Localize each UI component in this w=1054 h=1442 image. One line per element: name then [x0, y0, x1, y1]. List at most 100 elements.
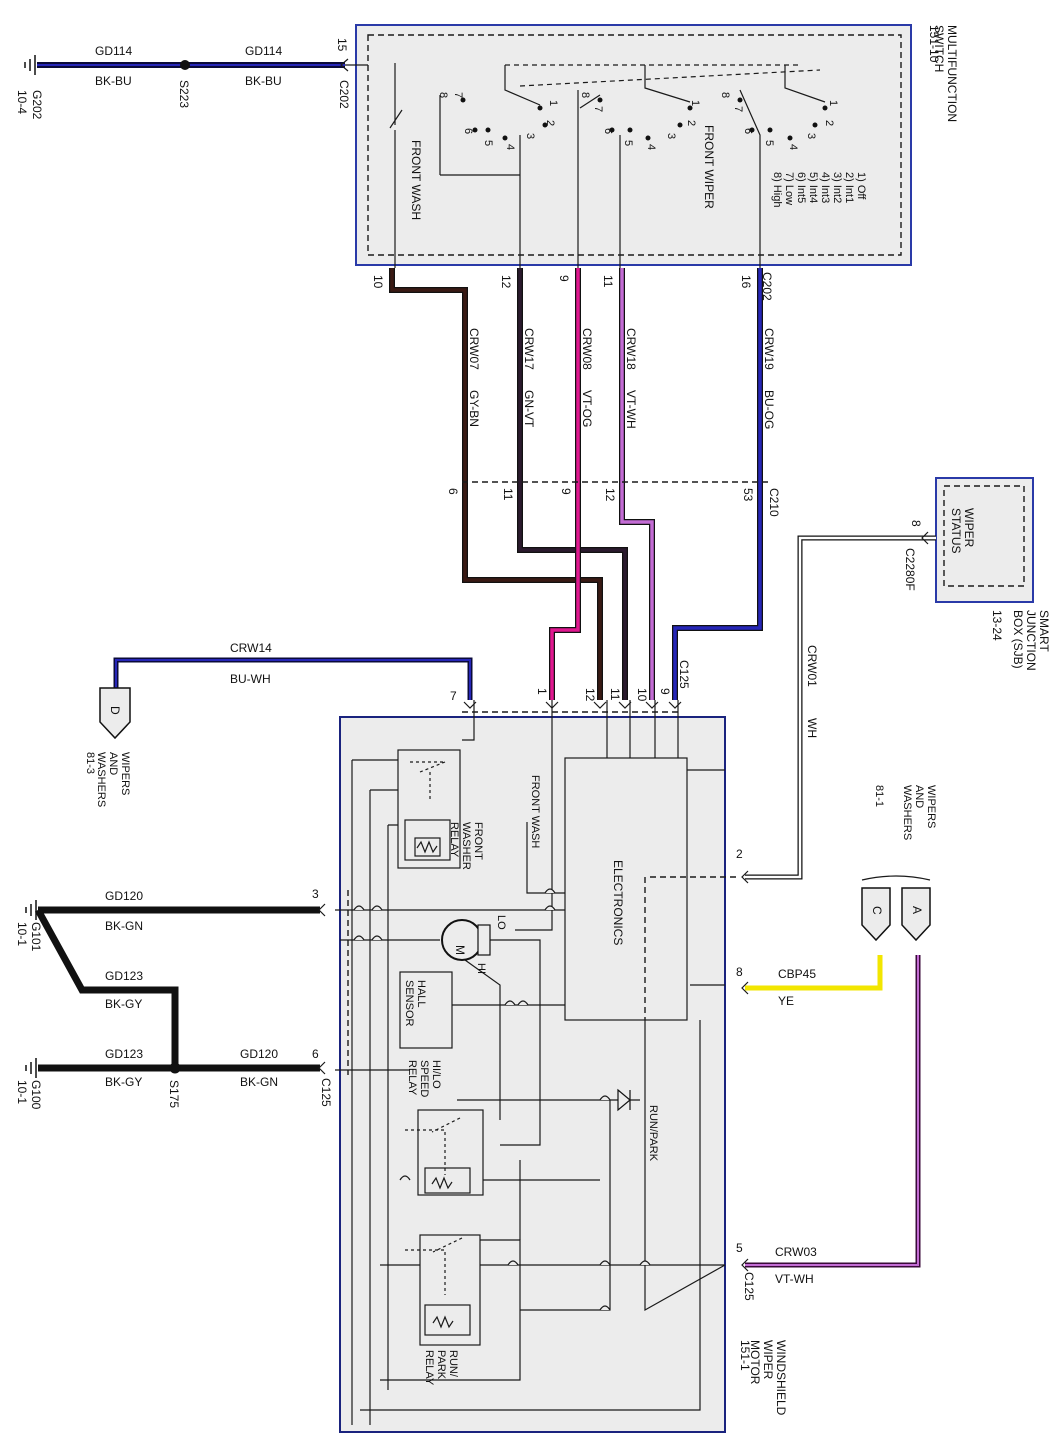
- multifunction-switch: 8 7 6 5 4 3 2 1 8 7 6 5 4 3 2 1 8 7 6 5 …: [355, 24, 959, 268]
- g101-id: G101: [29, 922, 43, 952]
- wire-circuit-label: CRW18: [624, 328, 638, 370]
- connector-c-letter: C: [870, 906, 884, 915]
- wipers-ca-ref: 81-1: [873, 785, 885, 807]
- switch-position-item: 7) Low: [783, 172, 795, 205]
- front-washer-relay-coil-inner: [414, 837, 441, 857]
- front-wash-label: FRONT WASH: [409, 140, 423, 220]
- svg-text:5: 5: [763, 140, 775, 146]
- connector-c202-arrow: [340, 58, 349, 72]
- switch-position-item: 4) Int3: [819, 172, 831, 203]
- runpark-relay-label: RUN/PARKRELAY: [423, 1350, 459, 1386]
- c125-label-top: C125: [677, 660, 691, 689]
- harness-wire-outline: [672, 268, 763, 700]
- hilo-relay-label: HI/LOSPEEDRELAY: [406, 1060, 442, 1097]
- wire-pin-mid: 12: [603, 488, 617, 502]
- cbp45-line: [745, 955, 883, 991]
- svg-text:4: 4: [645, 144, 657, 150]
- wire-pin-top: 11: [601, 275, 615, 288]
- wire-pin-top: 12: [499, 275, 513, 289]
- wire-pin-top: 10: [371, 275, 385, 289]
- switch-name: MULTIFUNCTIONSWITCH: [932, 25, 959, 122]
- motor-pin-arrow: [645, 701, 659, 709]
- electronics-block: [564, 757, 688, 1021]
- wipers-d-name: WIPERSANDWASHERS: [95, 752, 131, 807]
- gd114-left: GD114: [95, 44, 132, 58]
- switch-contact-dots: [460, 97, 828, 141]
- crw01-pin: 2: [736, 847, 743, 861]
- wire-pin-top: 9: [557, 275, 571, 282]
- runpark-relay-box: [419, 1234, 481, 1346]
- top-ground-wire: GD114 BK-BU GD114 BK-BU G202 10-4 S223 1…: [15, 38, 368, 120]
- crw14-color: BU-WH: [230, 672, 271, 686]
- connector-a: [901, 887, 931, 942]
- switch-inner-dashed: [367, 34, 902, 256]
- harness-wire-crw19: [673, 268, 762, 700]
- motor-brush: [477, 924, 491, 956]
- vertical-harness: CRW07GY-BN106CRW17GN-VT1211CRW08VT-OG99C…: [371, 268, 776, 750]
- crossover-humps: [353, 888, 651, 1311]
- front-wiper-label: FRONT WIPER: [702, 125, 716, 209]
- wire-circuit-label: CRW17: [522, 328, 536, 370]
- gd120-top-pin: 3: [312, 887, 319, 901]
- g202-ref: 10-4: [15, 90, 29, 114]
- g100-id: G100: [29, 1080, 43, 1110]
- hilo-relay-zigzag: [431, 1176, 453, 1190]
- motor-lo-label: LO: [495, 915, 507, 930]
- hilo-relay-switch: [405, 1117, 461, 1175]
- crw03-connector: C125: [742, 1272, 756, 1301]
- crw03-pin: 5: [736, 1241, 743, 1255]
- harness-wire-crw17: [518, 268, 627, 700]
- hall-sensor-box: [399, 971, 453, 1049]
- ground-symbol-g101: [25, 900, 37, 920]
- harness-wire-outline: [549, 268, 581, 700]
- wipers-washers-ca: C A WIPERSANDWASHERS 81-1 CBP45 YE 8 CRW…: [736, 785, 937, 1301]
- harness-wire-crw07: [390, 268, 602, 700]
- electronics-label: ELECTRONICS: [611, 860, 625, 945]
- motor-pin-number: 11: [608, 688, 622, 701]
- bottom-grounds: GD120 BK-GN 3 GD123 BK-GY GD123 BK-GY GD…: [15, 887, 333, 1110]
- crw03-color: VT-WH: [775, 1272, 814, 1286]
- gd114-left-color: BK-BU: [95, 74, 132, 88]
- crw03-circuit: CRW03: [775, 1245, 817, 1259]
- windshield-wiper-motor: ELECTRONICS: [335, 700, 788, 1433]
- sjb-name: SMARTJUNCTIONBOX (SJB): [1011, 610, 1051, 671]
- gd120-bottom-pin: 6: [312, 1047, 319, 1061]
- crw14-wire: D CRW14 BU-WH 7 WIPERSANDWASHERS 81-3: [84, 641, 477, 807]
- sjb-connector: C2280F: [903, 548, 917, 591]
- cbp45-circuit: CBP45: [778, 967, 816, 981]
- wire-circuit-label: CRW07: [467, 328, 481, 370]
- wire-color-label: VT-OG: [580, 390, 594, 427]
- g100-ref: 10-1: [15, 1080, 29, 1104]
- svg-text:1: 1: [547, 100, 559, 106]
- svg-text:4: 4: [504, 144, 516, 150]
- gd123-b-color: BK-GY: [105, 1075, 142, 1089]
- wire-pin-mid: 9: [559, 488, 573, 495]
- motor-pin-number: 10: [635, 688, 649, 702]
- svg-text:7: 7: [592, 106, 604, 112]
- g202-id: G202: [30, 90, 44, 120]
- wiper-motor-ref: 151-1: [738, 1340, 752, 1371]
- motor-pin-number: 1: [535, 688, 549, 695]
- cbp45-pin: 8: [736, 965, 743, 979]
- crw14-circuit: CRW14: [230, 641, 272, 655]
- wire-pin-top: 16: [739, 275, 753, 289]
- switch-contact-numbers: 8 7 6 5 4 3 2 1 8 7 6 5 4 3 2 1 8 7 6 5 …: [437, 92, 839, 150]
- s175-label: S175: [167, 1080, 181, 1108]
- c202-label-mid: C202: [760, 272, 774, 301]
- svg-text:3: 3: [524, 133, 536, 139]
- front-wash-inner-label: FRONT WASH: [529, 775, 541, 848]
- connector-c: [861, 887, 891, 942]
- switch-position-item: 3) Int2: [831, 172, 843, 203]
- switch-ref: 151-10: [927, 25, 941, 63]
- switch-position-item: 5) Int4: [807, 172, 819, 203]
- c202-pin-15: 15: [335, 38, 349, 52]
- hilo-relay-box: [417, 1109, 484, 1196]
- svg-text:2: 2: [685, 120, 697, 126]
- front-washer-relay-switch: [410, 761, 446, 800]
- motor-pin-arrow: [668, 701, 682, 709]
- runpark-relay-switch: [405, 1237, 463, 1295]
- svg-text:6: 6: [602, 128, 614, 134]
- gd123-a-circuit: GD123: [105, 969, 143, 983]
- motor-pin-number: 9: [658, 688, 672, 695]
